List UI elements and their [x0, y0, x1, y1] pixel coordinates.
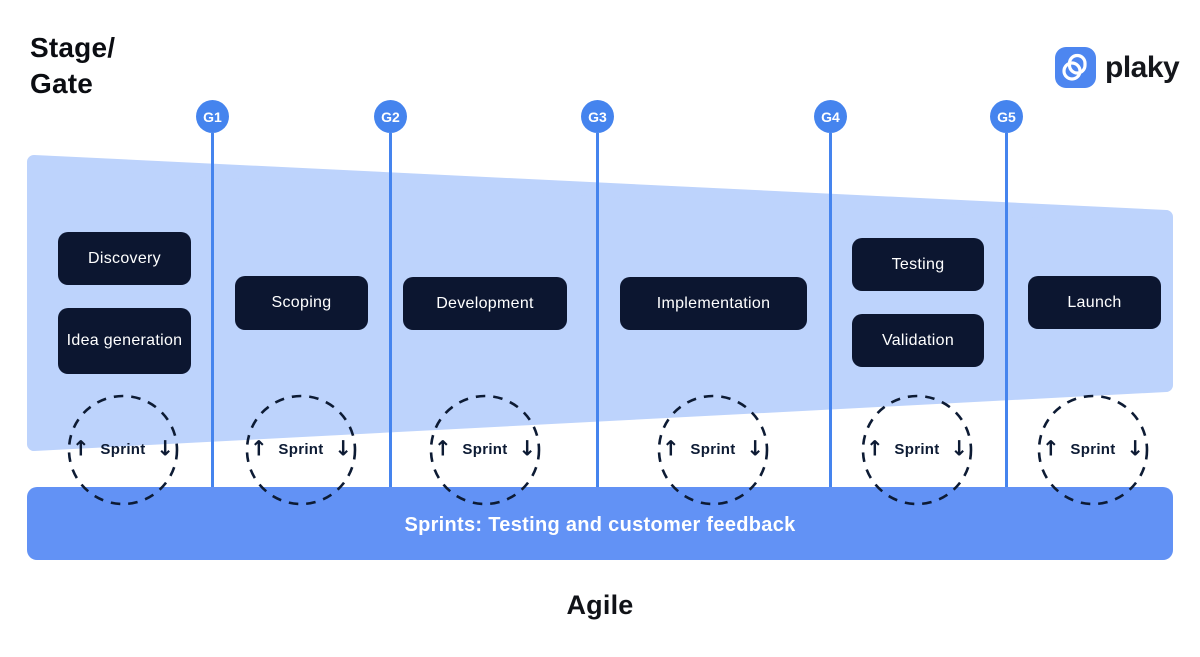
- gate-label: G2: [381, 108, 400, 125]
- sprint-cycle-4: ↑ Sprint ↓: [657, 394, 769, 506]
- gate-label: G4: [821, 108, 840, 125]
- stage-label: Launch: [1067, 293, 1122, 311]
- gate-line-g1: [211, 133, 214, 488]
- stage-label: Idea generation: [66, 332, 183, 350]
- sprint-cycle-3: ↑ Sprint ↓: [429, 394, 541, 506]
- gate-label: G5: [997, 108, 1016, 125]
- sprint-dashed-circle-icon: [861, 394, 973, 506]
- sprint-cycle-5: ↑ Sprint ↓: [861, 394, 973, 506]
- arrow-up-icon: ↑: [1042, 436, 1060, 461]
- arrow-up-icon: ↑: [72, 436, 90, 461]
- arrow-down-icon: ↓: [156, 436, 174, 461]
- stage-box-implementation: Implementation: [620, 277, 807, 330]
- brand-name: plaky: [1105, 50, 1180, 84]
- gate-line-g3: [596, 133, 599, 488]
- agile-sprints-bar-label: Sprints: Testing and customer feedback: [404, 514, 796, 536]
- sprint-dashed-circle-icon: [67, 394, 179, 506]
- stage-label: Discovery: [88, 249, 161, 267]
- sprint-label: Sprint: [894, 441, 940, 459]
- sprint-label: Sprint: [278, 441, 324, 459]
- arrow-down-icon: ↓: [518, 436, 536, 461]
- arrow-up-icon: ↑: [866, 436, 884, 461]
- gate-badge-g5: G5: [990, 100, 1023, 133]
- page-title: Stage/ Gate: [30, 32, 116, 99]
- gate-badge-g1: G1: [196, 100, 229, 133]
- arrow-down-icon: ↓: [334, 436, 352, 461]
- arrow-up-icon: ↑: [250, 436, 268, 461]
- sprint-dashed-circle-icon: [245, 394, 357, 506]
- sprint-label: Sprint: [690, 441, 736, 459]
- stage-label: Implementation: [656, 294, 771, 312]
- sprint-dashed-circle-icon: [657, 394, 769, 506]
- sprint-cycle-2: ↑ Sprint ↓: [245, 394, 357, 506]
- gate-badge-g2: G2: [374, 100, 407, 133]
- gate-label: G1: [203, 108, 222, 125]
- sprint-cycle-1: ↑ Sprint ↓: [67, 394, 179, 506]
- stage-label: Scoping: [271, 294, 332, 312]
- plaky-logo-icon: [1055, 47, 1096, 88]
- sprint-label: Sprint: [462, 441, 508, 459]
- stage-box-discovery: Discovery: [58, 232, 191, 285]
- stage-box-launch: Launch: [1028, 276, 1161, 329]
- brand: plaky: [1055, 47, 1180, 88]
- stage-label: Development: [436, 294, 534, 312]
- stage-box-scoping: Scoping: [235, 276, 368, 330]
- agile-title: Agile: [566, 590, 634, 620]
- sprint-label: Sprint: [1070, 441, 1116, 459]
- arrow-down-icon: ↓: [1126, 436, 1144, 461]
- stage-box-development: Development: [403, 277, 567, 330]
- arrow-up-icon: ↑: [434, 436, 452, 461]
- sprint-cycle-6: ↑ Sprint ↓: [1037, 394, 1149, 506]
- arrow-down-icon: ↓: [950, 436, 968, 461]
- gate-line-g5: [1005, 133, 1008, 488]
- gate-badge-g3: G3: [581, 100, 614, 133]
- gate-label: G3: [588, 108, 607, 125]
- stage-box-testing: Testing: [852, 238, 984, 291]
- gate-line-g4: [829, 133, 832, 488]
- sprint-dashed-circle-icon: [1037, 394, 1149, 506]
- stage-label: Testing: [891, 255, 945, 273]
- arrow-down-icon: ↓: [746, 436, 764, 461]
- gate-line-g2: [389, 133, 392, 488]
- gate-badge-g4: G4: [814, 100, 847, 133]
- sprint-dashed-circle-icon: [429, 394, 541, 506]
- sprint-label: Sprint: [100, 441, 146, 459]
- arrow-up-icon: ↑: [662, 436, 680, 461]
- stage-label: Validation: [881, 331, 955, 349]
- agile-sprints-bar: Sprints: Testing and customer feedback: [27, 487, 1173, 560]
- stage-box-validation: Validation: [852, 314, 984, 367]
- stage-box-idea-generation: Idea generation: [58, 308, 191, 374]
